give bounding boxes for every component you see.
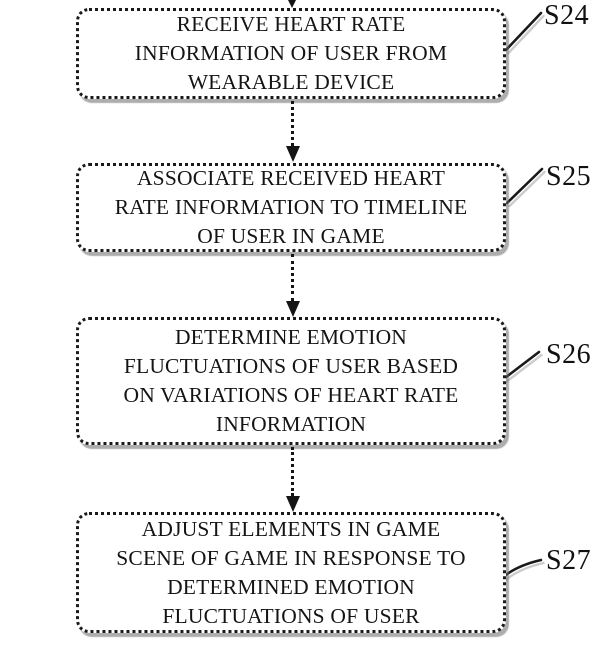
flow-arrowhead-3-icon xyxy=(285,496,300,512)
step-label-s25: S25 xyxy=(546,161,592,192)
step-text-s27: ADJUST ELEMENTS IN GAME SCENE OF GAME IN… xyxy=(116,515,465,631)
flow-arrow-line-1 xyxy=(291,101,294,146)
step-text-line: FLUCTUATIONS OF USER BASED xyxy=(123,354,459,378)
step-text-line: INFORMATION OF USER FROM xyxy=(134,41,448,65)
step-text-s25: ASSOCIATE RECEIVED HEART RATE INFORMATIO… xyxy=(115,164,468,251)
step-text-line: FLUCTUATIONS OF USER xyxy=(162,603,420,628)
step-text-s26: DETERMINE EMOTION FLUCTUATIONS OF USER B… xyxy=(123,323,458,439)
step-text-line: SCENE OF GAME IN RESPONSE TO xyxy=(116,545,466,570)
step-box-s24: RECEIVE HEART RATE INFORMATION OF USER F… xyxy=(76,8,506,99)
step-text-s24: RECEIVE HEART RATE INFORMATION OF USER F… xyxy=(135,10,447,97)
leader-line-shadow-s27 xyxy=(502,561,545,584)
flow-arrowhead-2-icon xyxy=(285,301,300,317)
step-text-line: RECEIVE HEART RATE xyxy=(176,12,406,36)
step-box-s26: DETERMINE EMOTION FLUCTUATIONS OF USER B… xyxy=(76,317,506,445)
leader-line-s26 xyxy=(499,350,541,383)
step-text-line: DETERMINE EMOTION xyxy=(174,325,408,349)
leader-line-s24 xyxy=(504,11,543,52)
leader-line-s25 xyxy=(505,167,544,205)
step-box-s27: ADJUST ELEMENTS IN GAME SCENE OF GAME IN… xyxy=(76,512,506,633)
flow-arrow-line-3 xyxy=(291,447,294,496)
step-text-line: RATE INFORMATION TO TIMELINE xyxy=(114,195,468,219)
step-text-line: ASSOCIATE RECEIVED HEART xyxy=(136,166,446,190)
step-text-line: INFORMATION xyxy=(215,412,367,436)
step-text-line: OF USER IN GAME xyxy=(197,224,385,248)
step-text-line: WEARABLE DEVICE xyxy=(187,70,395,94)
flow-arrowhead-top-partial-icon xyxy=(288,0,296,8)
step-label-s24: S24 xyxy=(544,0,590,31)
step-label-s26: S26 xyxy=(546,339,592,370)
leader-line-shadow-s25 xyxy=(508,170,546,208)
leader-line-shadow-s24 xyxy=(507,14,545,55)
flow-arrowhead-1-icon xyxy=(285,146,300,162)
flow-arrow-line-2 xyxy=(291,254,294,301)
step-label-s27: S27 xyxy=(546,545,592,576)
step-text-line: DETERMINED EMOTION xyxy=(167,574,415,599)
step-box-s25: ASSOCIATE RECEIVED HEART RATE INFORMATIO… xyxy=(76,163,506,252)
step-text-line: ON VARIATIONS OF HEART RATE xyxy=(123,383,459,407)
leader-line-shadow-s26 xyxy=(502,353,543,386)
leader-line-s27 xyxy=(499,558,543,581)
step-text-line: ADJUST ELEMENTS IN GAME xyxy=(141,516,441,541)
